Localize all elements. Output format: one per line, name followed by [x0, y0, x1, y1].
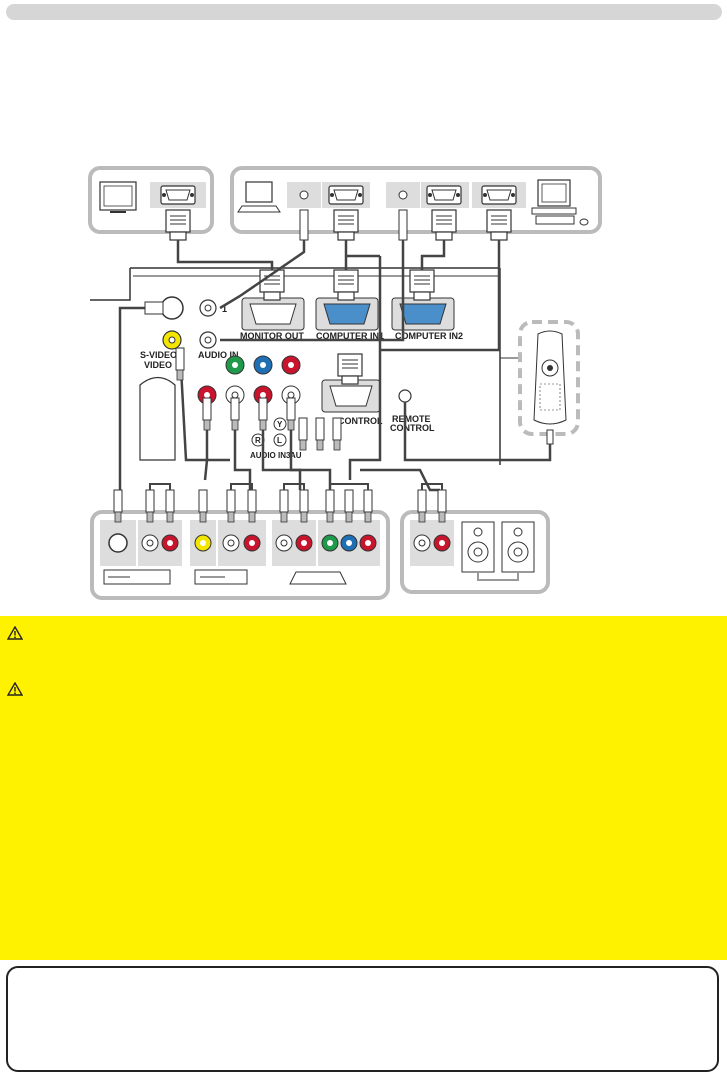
section-header-bar — [6, 4, 722, 20]
s-video-video-ports: S-VIDEO VIDEO — [140, 296, 184, 370]
audio-in-label: AUDIO IN — [198, 350, 239, 360]
monitor-device-panel — [88, 166, 214, 234]
note-box — [6, 966, 719, 1072]
audio-in3-label: AUDIO IN3 — [250, 451, 291, 460]
component-l-label: L — [277, 436, 282, 445]
warning-triangle-icon — [7, 682, 23, 696]
component-r-label: R — [255, 436, 261, 445]
component-jacks: Y L R AUDIO IN3 AU — [197, 355, 302, 460]
computer-in1-port: COMPUTER IN1 — [315, 269, 384, 341]
remote-control-port: REMOTE CONTROL — [390, 389, 435, 433]
monitor-out-port: MONITOR OUT — [240, 269, 305, 341]
control-label: CONTROL — [338, 416, 383, 426]
component-y-label: Y — [277, 420, 283, 429]
projector-rear-panel — [90, 267, 520, 465]
monitor-out-label: MONITOR OUT — [240, 331, 304, 341]
remote-control — [518, 320, 580, 445]
cables — [118, 240, 552, 500]
video-label: VIDEO — [144, 360, 172, 370]
s-video-label: S-VIDEO — [140, 350, 177, 360]
warning-triangle-icon — [7, 626, 23, 640]
computer-in2-port: COMPUTER IN2 — [391, 269, 463, 341]
speaker-device-panel — [400, 510, 550, 594]
connection-diagram: MONITOR OUT COMPUTER IN1 COMPUTER IN2 1 … — [88, 166, 602, 600]
audio-in-jacks: 1 AUDIO IN — [198, 299, 239, 360]
pc-device-panel — [230, 166, 602, 234]
remote-label-2: CONTROL — [390, 423, 435, 433]
audio-in-1-label: 1 — [222, 304, 227, 314]
remote-label-1: REMOTE — [392, 414, 431, 424]
control-port: CONTROL — [321, 353, 383, 426]
computer-in1-label: COMPUTER IN1 — [316, 331, 384, 341]
computer-in2-label: COMPUTER IN2 — [395, 331, 463, 341]
audio-label-fragment: AU — [290, 451, 302, 460]
caution-box — [0, 616, 727, 960]
av-devices-panel — [90, 510, 390, 600]
